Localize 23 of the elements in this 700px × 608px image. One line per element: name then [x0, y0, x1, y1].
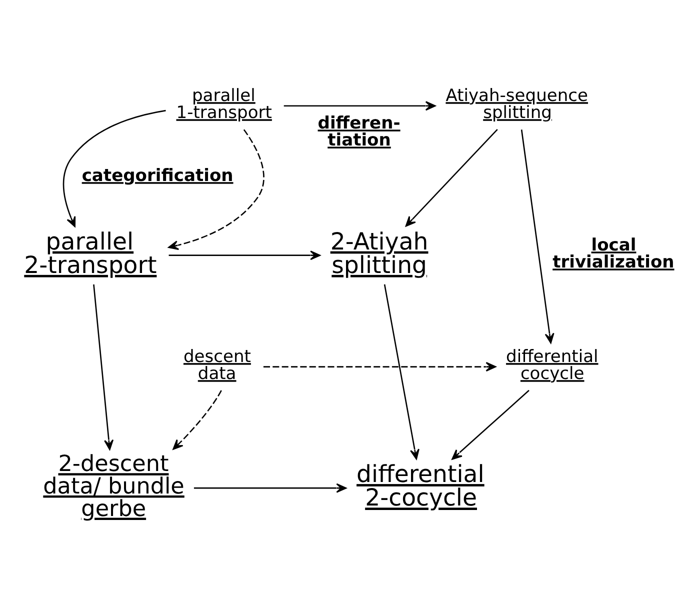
- arrow: [172, 390, 222, 450]
- node-text: descent data: [183, 346, 251, 384]
- node-text: parallel 2-transport: [24, 226, 157, 278]
- arrow: [284, 100, 436, 110]
- arrow: [194, 482, 347, 492]
- arrow: [93, 284, 114, 450]
- arrow: [452, 389, 530, 460]
- node-text: differential 2-cocycle: [356, 460, 484, 512]
- arrow: [405, 128, 498, 226]
- arrow: [63, 109, 166, 227]
- node-text: 2-descent data/ bundle gerbe: [43, 450, 184, 522]
- node-text: Atiyah-sequence splitting: [446, 86, 588, 123]
- edge-label: local trivialization: [552, 235, 674, 272]
- arrow: [263, 362, 496, 372]
- node-text: differential cocycle: [506, 346, 598, 384]
- node-text: 2-Atiyah splitting: [330, 226, 428, 278]
- arrow: [520, 129, 554, 344]
- arrow: [168, 128, 264, 250]
- node-text: parallel 1-transport: [176, 86, 272, 123]
- edge-label: categorification: [82, 166, 234, 186]
- edge-label: differen- tiation: [318, 113, 400, 150]
- arrow: [384, 284, 420, 460]
- arrow: [168, 250, 320, 260]
